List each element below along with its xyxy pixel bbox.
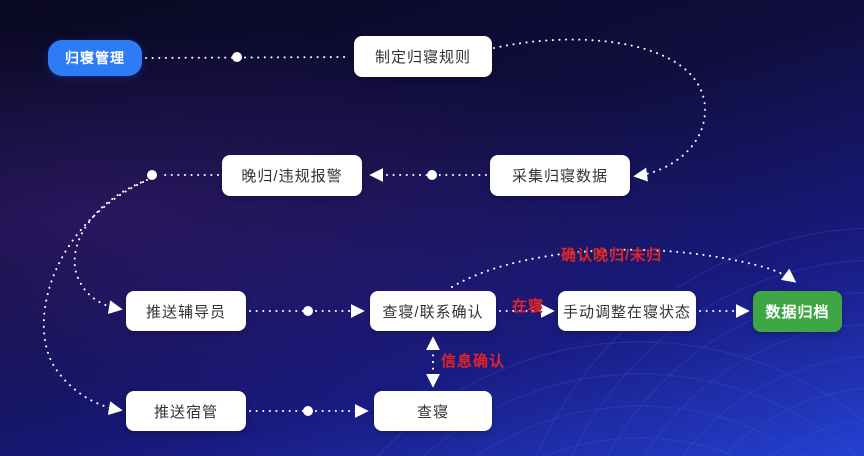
node-late-alarm: 晚归/违规报警: [222, 155, 362, 196]
node-collect-data: 采集归寝数据: [490, 155, 630, 196]
connector-dot: [147, 170, 157, 180]
node-manual-adjust-status: 手动调整在寝状态: [558, 291, 696, 331]
node-push-dorm-manager: 推送宿管: [126, 391, 246, 431]
connector-dot: [427, 170, 437, 180]
edge-checkconfirm-to-archive: [451, 248, 797, 288]
node-return-management: 归寝管理: [48, 40, 142, 76]
edge-label-info-confirm: 信息确认: [441, 353, 506, 370]
node-check-contact-confirm: 查寝/联系确认: [370, 291, 496, 331]
edge-start-to-rules: [145, 56, 351, 59]
connector-dot: [303, 406, 313, 416]
node-make-rules: 制定归寝规则: [354, 36, 492, 77]
node-push-counselor: 推送辅导员: [126, 291, 246, 331]
connector-dot: [232, 52, 242, 62]
node-check-dorm: 查寝: [374, 391, 492, 431]
edge-rules-to-collect: [493, 38, 707, 182]
edge-label-in-dorm: 在寝: [512, 298, 545, 315]
edge-label-confirm-late: 确认晚归/未归: [561, 247, 663, 264]
node-data-archive: 数据归档: [753, 291, 842, 332]
connector-dot: [303, 306, 313, 316]
edge-junction-to-counselor: [73, 179, 148, 315]
